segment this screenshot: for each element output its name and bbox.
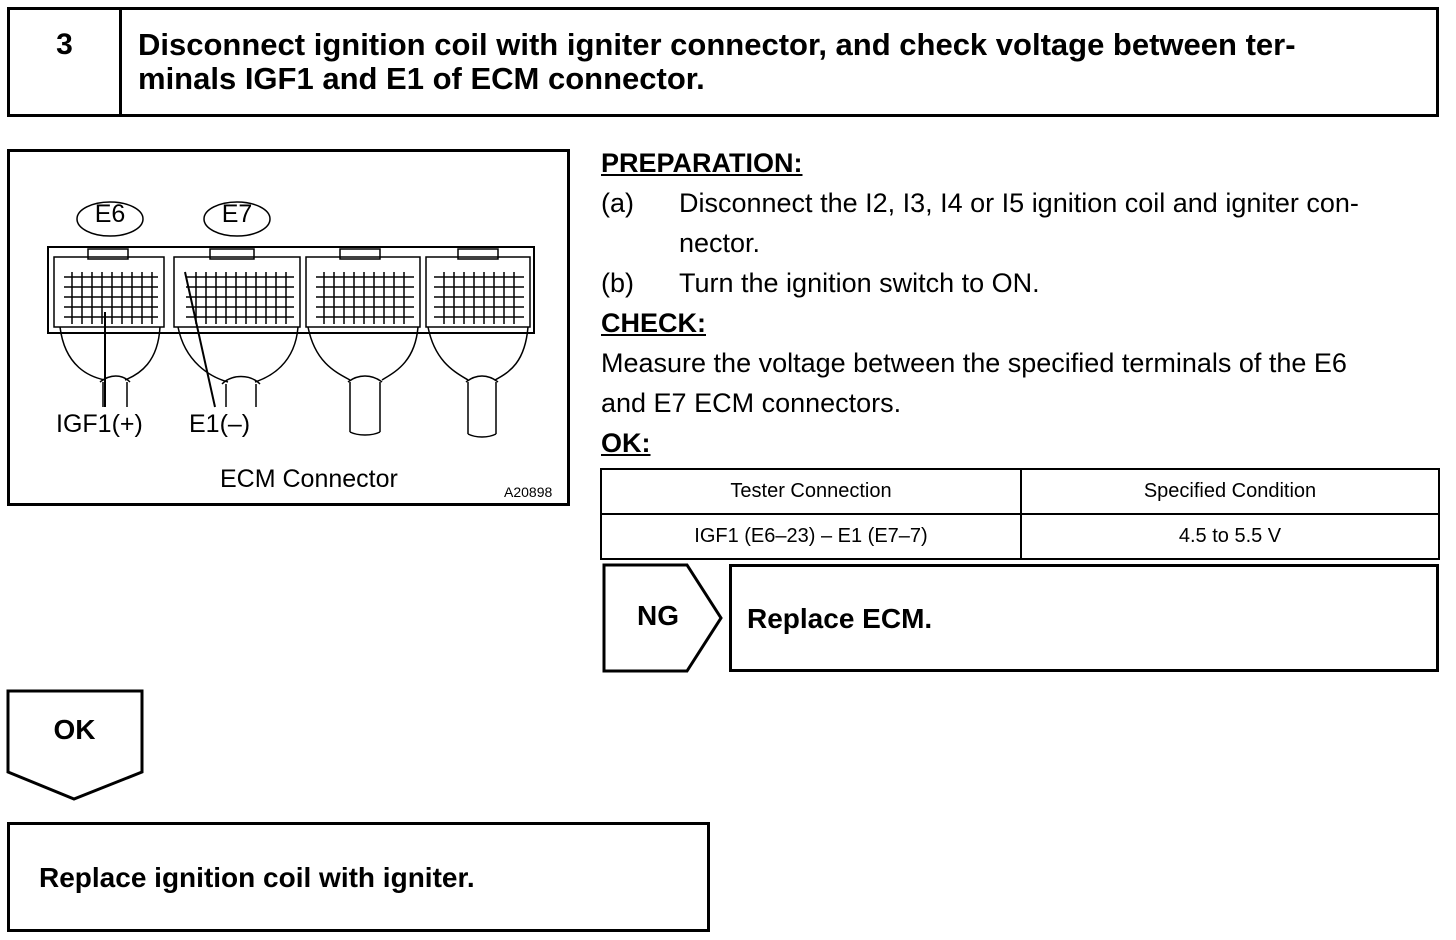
step-header: 3 Disconnect ignition coil with igniter …: [7, 7, 1439, 117]
table-cell: IGF1 (E6–23) – E1 (E7–7): [600, 513, 1022, 560]
spec-table: Tester Connection Specified Condition IG…: [600, 468, 1440, 560]
step-title-line-1: Disconnect ignition coil with igniter co…: [138, 27, 1296, 62]
step-a-text: Disconnect the I2, I3, I4 or I5 ignition…: [679, 188, 1359, 218]
harness-3: [307, 326, 419, 381]
connector-block-4: [425, 248, 531, 328]
step-a-text-continued: nector.: [679, 228, 761, 258]
diagram-caption: ECM Connector: [220, 465, 398, 493]
figure-code: A20898: [504, 484, 553, 500]
step-title: Disconnect ignition coil with igniter co…: [138, 28, 1418, 96]
connector-block-3: [305, 248, 421, 328]
harness-e7: [177, 326, 299, 383]
harness-4: [427, 326, 529, 381]
connector-block-e6: [53, 248, 165, 328]
e6-tag-oval: [76, 201, 144, 237]
ok-label: OK: [53, 714, 96, 745]
e1-terminal-label: E1(–): [189, 410, 251, 438]
preparation-heading: PREPARATION:: [601, 148, 803, 178]
e1-leader: [184, 271, 216, 408]
e7-tag-oval: [203, 201, 271, 237]
ok-action-text: Replace ignition coil with igniter.: [39, 862, 475, 893]
table-header-row: Tester Connection Specified Condition: [600, 468, 1440, 515]
ok-arrow-shape: [6, 689, 144, 801]
connector-housing: [47, 246, 535, 334]
step-b-text: Turn the ignition switch to ON.: [679, 268, 1040, 298]
step-number: 3: [10, 10, 122, 114]
step-title-line-2: minals IGF1 and E1 of ECM connector.: [138, 61, 705, 96]
check-text: Measure the voltage between the specifie…: [601, 348, 1347, 378]
ng-action-box: Replace ECM.: [729, 564, 1439, 672]
ecm-connector-illustration: [47, 201, 535, 438]
step-a-letter: (a): [601, 188, 634, 218]
harness-e6: [59, 326, 161, 381]
igf1-terminal-label: IGF1(+): [56, 410, 143, 438]
ok-action-box: Replace ignition coil with igniter.: [7, 822, 710, 932]
ng-label: NG: [637, 600, 679, 631]
check-heading: CHECK:: [601, 308, 706, 338]
ecm-connector-diagram: E6 E7 IGF1(+) E1(–) ECM Connector A20898: [7, 149, 570, 506]
ng-action-text: Replace ECM.: [747, 603, 933, 634]
table-header-cell: Tester Connection: [600, 468, 1022, 515]
table-header-cell: Specified Condition: [1020, 468, 1440, 515]
check-text-continued: and E7 ECM connectors.: [601, 388, 902, 418]
ng-arrow-shape: [602, 563, 723, 673]
table-cell: 4.5 to 5.5 V: [1020, 513, 1440, 560]
e7-tag: E7: [221, 200, 253, 228]
connector-block-e7: [173, 248, 301, 328]
table-row: IGF1 (E6–23) – E1 (E7–7) 4.5 to 5.5 V: [600, 513, 1440, 560]
ok-heading: OK:: [601, 428, 651, 458]
step-b-letter: (b): [601, 268, 634, 298]
e6-tag: E6: [94, 200, 126, 228]
